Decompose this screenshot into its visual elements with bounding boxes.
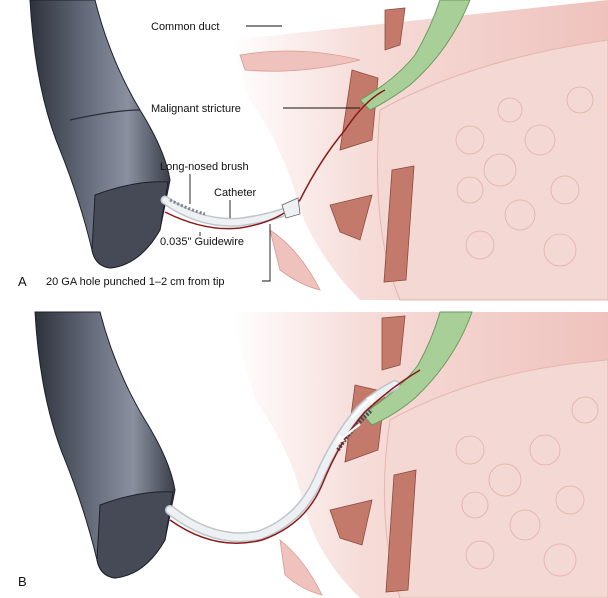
malignant-stricture-label: Malignant stricture	[151, 103, 241, 115]
sphincter-muscle-lower-b	[329, 499, 373, 546]
endoscope-tip-a	[91, 181, 169, 269]
sphincter-muscle-upper-b	[381, 315, 406, 371]
brush-motion-arrowhead-up	[366, 394, 376, 405]
brush-a	[169, 198, 206, 216]
panel-b: B	[18, 311, 608, 598]
brush-motion-arrowhead-down	[335, 434, 345, 444]
mucosal-fold-a	[239, 50, 361, 72]
panel-a: Common duct Malignant stricture Long-nos…	[18, 0, 608, 301]
fat-lobules-b	[455, 396, 599, 577]
sphincter-muscle-mid-b	[344, 384, 386, 463]
pancreas-tissue-b	[383, 359, 608, 598]
fat-lobules-a	[455, 86, 594, 267]
guidewire-b	[169, 369, 421, 545]
endoscope-band-a	[69, 109, 141, 121]
panel-a-letter: A	[18, 274, 27, 289]
long-nosed-brush-label: Long-nosed brush	[160, 161, 249, 173]
pancreas-tissue-a	[377, 39, 608, 301]
catheter-core-a	[162, 197, 293, 226]
sphincter-muscle-mid-a	[339, 69, 379, 151]
catheter-tip-a	[281, 197, 301, 219]
duodenal-muscle-band-a	[383, 165, 415, 283]
guidewire-a	[164, 89, 386, 230]
hole-label: 20 GA hole punched 1–2 cm from tip	[46, 276, 225, 288]
duodenal-muscle-band-b	[385, 469, 417, 593]
panel-b-letter: B	[18, 574, 27, 589]
endoscope-tip-b	[96, 491, 174, 579]
common-duct-b	[361, 311, 473, 426]
hole-leader	[262, 224, 271, 282]
guidewire-label: 0.035" Guidewire	[160, 236, 244, 248]
catheter-label: Catheter	[214, 187, 257, 199]
mucosal-fold2-a	[269, 229, 321, 291]
common-duct-a	[359, 0, 471, 111]
common-duct-label: Common duct	[151, 21, 219, 33]
sphincter-muscle-upper-a	[384, 7, 406, 51]
sphincter-muscle-lower-a	[329, 194, 373, 241]
mucosal-fold2-b	[279, 539, 323, 596]
